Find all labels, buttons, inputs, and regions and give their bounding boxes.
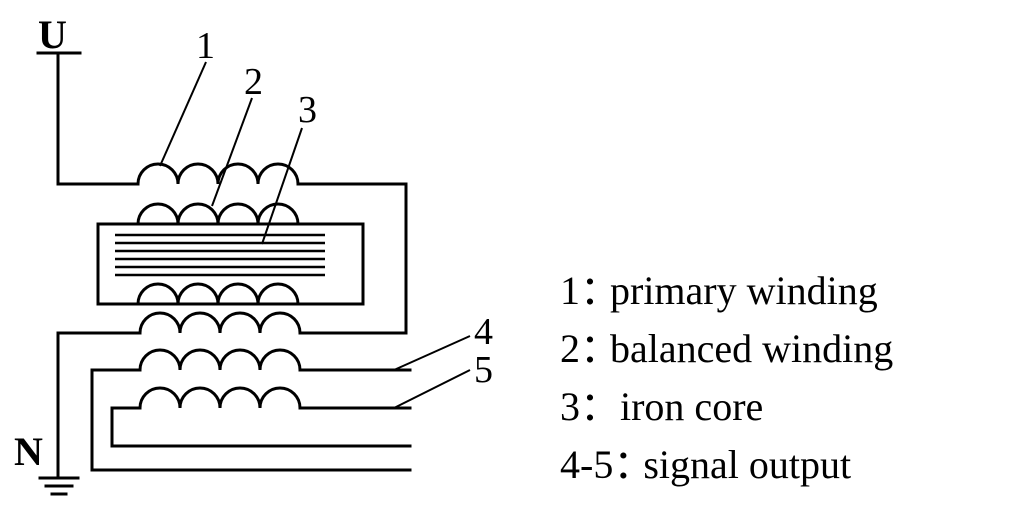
- legend-text: iron core: [610, 384, 764, 429]
- return-winding: [138, 311, 302, 334]
- ground-icon: [38, 476, 80, 496]
- legend-item: 4-5：signal output: [560, 436, 1010, 494]
- callout-leader-1: [159, 61, 207, 167]
- callout-1: 1: [196, 25, 215, 67]
- callout-3: 3: [298, 89, 317, 131]
- callout-leader-5: [393, 369, 471, 409]
- legend-item: 3： iron core: [560, 378, 1010, 436]
- legend: 1：primary winding 2：balanced winding 3： …: [560, 262, 1010, 494]
- primary-winding: [136, 162, 300, 185]
- legend-item: 2：balanced winding: [560, 320, 1010, 378]
- legend-item: 1：primary winding: [560, 262, 1010, 320]
- legend-separator: ：: [580, 326, 620, 371]
- terminal-n-label: N: [14, 429, 43, 474]
- neutral-wire: [56, 331, 142, 480]
- legend-key: 3: [560, 384, 580, 429]
- output-4-loop-wire: [90, 368, 412, 472]
- legend-key: 4-5: [560, 442, 614, 487]
- callout-5: 5: [474, 349, 493, 391]
- primary-return-wire: [296, 182, 408, 335]
- terminal-u-label: U: [38, 12, 67, 57]
- iron-core-laminations: [115, 233, 325, 277]
- legend-separator: ：: [580, 268, 620, 313]
- callout-2: 2: [244, 61, 263, 103]
- callout-4: 4: [474, 311, 493, 353]
- signal-winding-5: [138, 386, 302, 409]
- callout-leader-2: [211, 97, 253, 207]
- output-5-loop-wire: [110, 406, 412, 448]
- legend-text: primary winding: [610, 268, 878, 313]
- legend-separator: ：: [580, 384, 620, 429]
- core-lower-winding: [136, 282, 300, 305]
- legend-key: 1: [560, 268, 580, 313]
- signal-winding-4: [138, 348, 302, 371]
- legend-text: signal output: [643, 442, 852, 487]
- legend-key: 2: [560, 326, 580, 371]
- legend-separator: ：: [613, 442, 654, 487]
- callout-leader-4: [393, 335, 471, 371]
- iron-core-frame: [96, 222, 365, 306]
- callout-leader-3: [261, 127, 303, 245]
- legend-text: balanced winding: [610, 326, 894, 371]
